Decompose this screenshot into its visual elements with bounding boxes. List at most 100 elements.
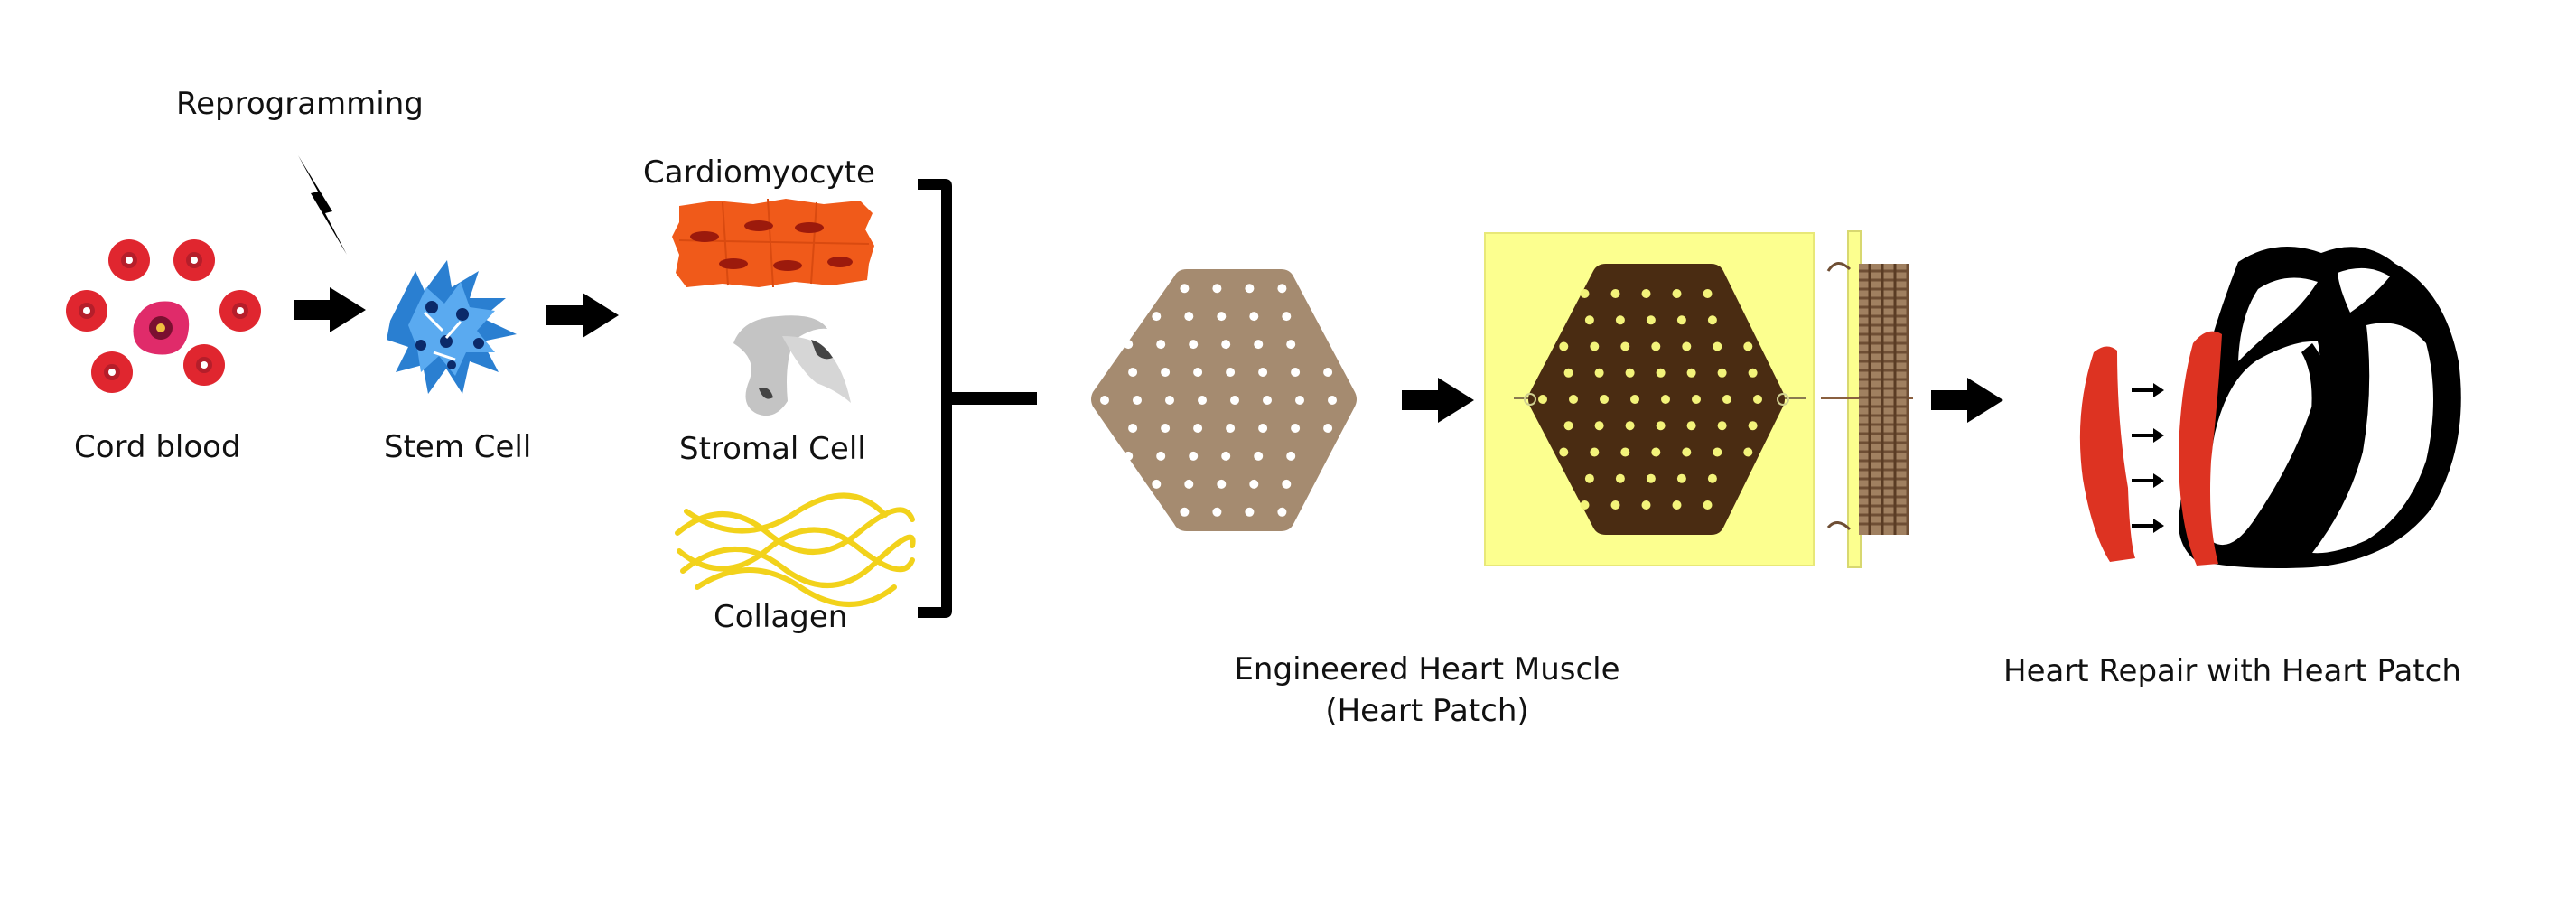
scaffold-hole: [1594, 368, 1604, 378]
scaffold-hole: [1743, 341, 1753, 351]
scaffold-hole: [1254, 340, 1264, 350]
scaffold-hole: [1291, 424, 1301, 433]
scaffold-hole: [1651, 341, 1661, 351]
scaffold-hole: [1661, 395, 1670, 404]
scaffold-hole: [1620, 447, 1630, 457]
scaffold-hole: [1580, 289, 1590, 298]
scaffold-hole: [1672, 289, 1682, 298]
bracket-stem: [947, 392, 1037, 405]
scaffold-hole: [1161, 424, 1171, 433]
scaffold-hole: [1193, 424, 1203, 433]
scaffold-hole: [1682, 447, 1692, 457]
bracket-icon: [918, 179, 952, 618]
scaffold-hole: [1245, 507, 1255, 517]
scaffold-hole: [1282, 312, 1292, 322]
scaffold-hole: [1717, 421, 1727, 431]
scaffold-hole: [1295, 396, 1304, 405]
scaffold-hole: [1277, 284, 1287, 294]
arrow-right-icon: [1402, 378, 1474, 423]
scaffold-hole: [1590, 447, 1600, 457]
scaffold-hole: [1128, 368, 1138, 377]
scaffold-hole: [1258, 368, 1268, 377]
scaffold-hole: [1323, 368, 1333, 377]
scaffold-hole: [1189, 451, 1199, 461]
scaffold-hole: [1152, 312, 1162, 322]
scaffold-hole: [1249, 312, 1259, 322]
scaffold-hole: [1580, 500, 1590, 510]
scaffold-hole: [1221, 451, 1231, 461]
scaffold-hole: [1189, 340, 1199, 350]
blood-cell: [173, 239, 215, 281]
blood-cell: [108, 239, 150, 281]
scaffold-hole: [1703, 289, 1713, 298]
scaffold-hole: [1156, 340, 1166, 350]
scaffold-hole: [1212, 284, 1222, 294]
engineered-label-line1: Engineered Heart Muscle: [1234, 651, 1620, 687]
scaffold-hole: [1221, 340, 1231, 350]
collagen-fibers: [675, 492, 916, 607]
stromal-cell-label: Stromal Cell: [679, 431, 866, 467]
scaffold-hole: [1646, 473, 1656, 483]
cardiomyocyte-label: Cardiomyocyte: [643, 154, 875, 191]
scaffold-hole: [1165, 396, 1174, 405]
scaffold-hole: [1217, 479, 1227, 489]
scaffold-hole: [1692, 395, 1701, 404]
scaffold-hole: [1676, 473, 1686, 483]
scaffold-hole: [1620, 341, 1630, 351]
scaffold-hole: [1230, 396, 1239, 405]
scaffold-hole: [1753, 395, 1762, 404]
scaffold-hole: [1584, 315, 1594, 325]
scaffold-hole: [1217, 312, 1227, 322]
scaffold-hole: [1713, 447, 1722, 457]
scaffold-hole: [1656, 421, 1666, 431]
blood-cell: [219, 290, 261, 332]
scaffold-hole: [1282, 479, 1292, 489]
scaffold-hole: [1133, 396, 1142, 405]
scaffold-hole: [1249, 479, 1259, 489]
scaffold-hole: [1707, 315, 1717, 325]
scaffold-hole: [1124, 451, 1134, 461]
scaffold-hole: [1676, 315, 1686, 325]
scaffold-hole: [1258, 424, 1268, 433]
scaffold-hole: [1672, 500, 1682, 510]
heart-illustration: [2079, 246, 2461, 568]
scaffold-hole: [1286, 340, 1296, 350]
arrow-right-icon: [294, 287, 366, 332]
scaffold-hole: [1713, 341, 1722, 351]
scaffold-hole: [1707, 473, 1717, 483]
arrow-right-icon: [1931, 378, 2003, 423]
scaffold-hole: [1615, 473, 1625, 483]
scaffold-hole: [1563, 368, 1573, 378]
scaffold-hole: [1128, 424, 1138, 433]
reprogramming-label: Reprogramming: [176, 86, 424, 122]
scaffold-hole: [1328, 396, 1337, 405]
heart-repair-label: Heart Repair with Heart Patch: [2003, 653, 2461, 689]
collagen-label: Collagen: [714, 599, 848, 635]
scaffold-hole: [1277, 507, 1287, 517]
scaffold-hole: [1156, 451, 1166, 461]
scaffold-hole: [1569, 395, 1578, 404]
scaffold-hole: [1184, 479, 1194, 489]
scaffold-hole: [1559, 341, 1569, 351]
scaffold-hole: [1743, 447, 1753, 457]
scaffold-hole: [1124, 340, 1134, 350]
scaffold-hole: [1630, 395, 1639, 404]
cardiomyocyte-tissue: [672, 198, 874, 288]
scaffold-hole: [1198, 396, 1207, 405]
scaffold-hole: [1180, 507, 1190, 517]
scaffold-hole: [1615, 315, 1625, 325]
scaffold-hole: [1254, 451, 1264, 461]
scaffold-hole: [1559, 447, 1569, 457]
scaffold-hole: [1100, 396, 1109, 405]
cord-blood-label: Cord blood: [74, 429, 241, 465]
scaffold-hole: [1323, 424, 1333, 433]
scaffold-hole: [1717, 368, 1727, 378]
scaffold-hole: [1563, 421, 1573, 431]
scaffold-hole: [1538, 395, 1547, 404]
scaffold-hole: [1147, 507, 1157, 517]
scaffold-hole: [1641, 500, 1651, 510]
scaffold-hole: [1180, 284, 1190, 294]
scaffold-hole: [1656, 368, 1666, 378]
scaffold-hole: [1263, 396, 1272, 405]
